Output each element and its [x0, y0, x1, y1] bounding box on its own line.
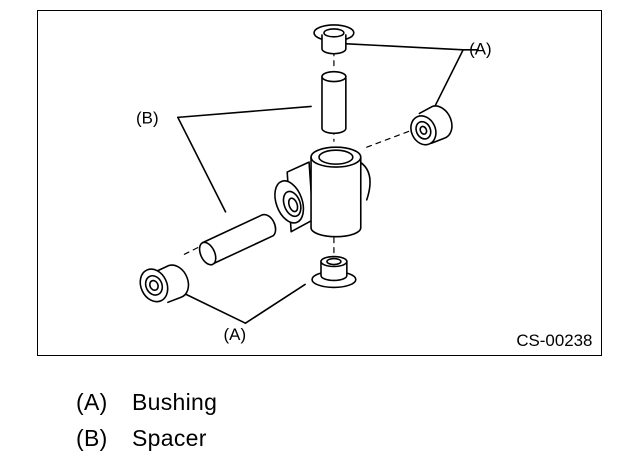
exploded-view-diagram: (A) (B) (A) CS-00238 — [136, 24, 592, 350]
bushing-bottom-left — [139, 264, 190, 304]
legend-label: Spacer — [132, 424, 207, 451]
legend-item-bushing: (A) Bushing — [76, 384, 217, 420]
housing-body — [274, 146, 371, 238]
bushing-top — [313, 24, 355, 55]
legend-label: Bushing — [132, 388, 218, 415]
figure-code: CS-00238 — [516, 331, 592, 350]
legend-key: (A) — [76, 388, 108, 415]
legend-item-spacer: (B) Spacer — [76, 420, 217, 456]
figure-frame: (A) (B) (A) CS-00238 — [37, 10, 602, 356]
bushing-right — [410, 105, 453, 146]
callout-a-top: (A) — [469, 40, 492, 59]
leader-lines-a-bottom — [177, 283, 306, 324]
bushing-bottom — [311, 255, 357, 289]
callout-a-bottom: (A) — [224, 325, 247, 344]
spacer-vertical — [321, 70, 347, 135]
leader-lines-a-top — [346, 43, 479, 109]
legend-key: (B) — [76, 424, 108, 451]
legend: (A) Bushing (B) Spacer — [76, 384, 217, 456]
callout-b: (B) — [136, 108, 159, 127]
leader-lines-b — [177, 105, 312, 213]
spacer-diagonal — [198, 213, 277, 266]
